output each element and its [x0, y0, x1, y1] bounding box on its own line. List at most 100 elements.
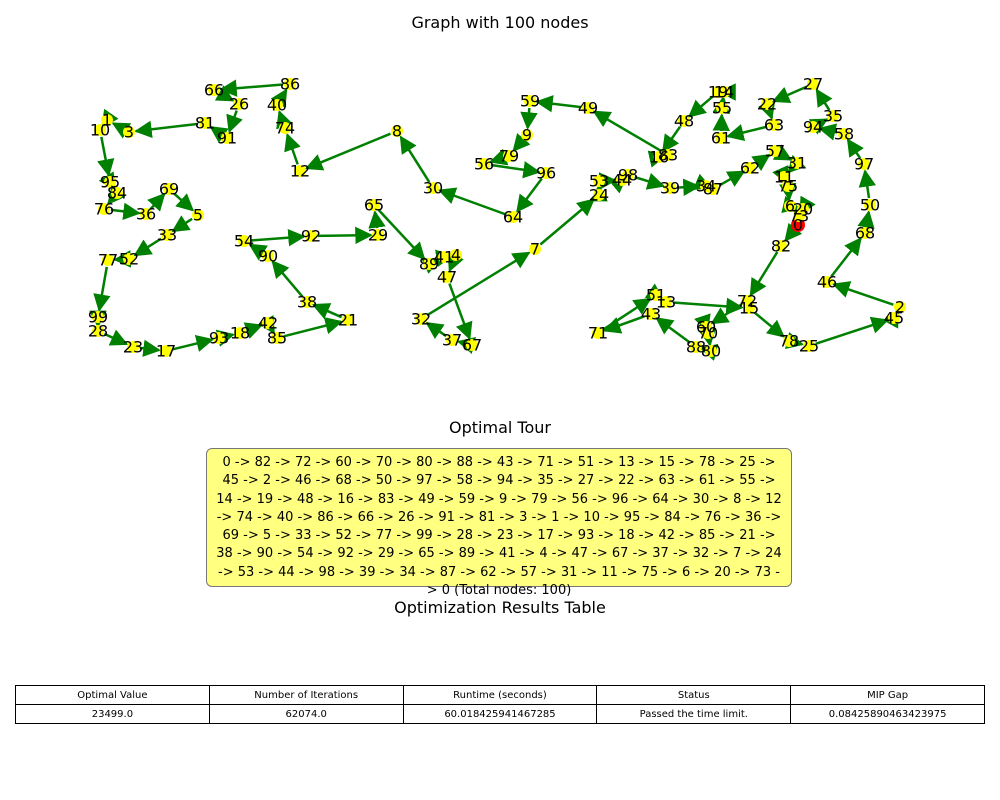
tour-edge — [699, 343, 719, 361]
node-label: 88 — [686, 338, 706, 357]
node-label: 61 — [711, 129, 731, 148]
graph-node — [838, 128, 850, 140]
node-label: 74 — [275, 119, 295, 138]
node-label: 55 — [712, 99, 732, 118]
node-label: 19 — [708, 83, 728, 102]
node-label: 21 — [338, 311, 358, 330]
node-label: 30 — [423, 179, 443, 198]
graph-node — [769, 145, 781, 157]
graph-node — [650, 289, 662, 301]
tour-edge — [248, 243, 268, 261]
node-label: 73 — [789, 207, 809, 226]
node-label: 68 — [855, 224, 875, 243]
nodes-layer — [92, 78, 906, 357]
tour-edge — [304, 132, 392, 171]
node-label: 92 — [301, 227, 321, 246]
node-label: 77 — [98, 251, 118, 270]
tour-edge — [749, 251, 779, 297]
graph-node — [791, 157, 803, 169]
graph-node — [858, 158, 870, 170]
node-label: 63 — [764, 116, 784, 135]
graph-node — [715, 132, 727, 144]
tour-edge — [209, 125, 229, 144]
node-label: 7 — [530, 240, 540, 259]
tour-edge — [520, 107, 538, 130]
graph-node — [262, 317, 274, 329]
graph-node — [716, 102, 728, 114]
node-label: 16 — [649, 148, 669, 167]
graph-node — [741, 295, 753, 307]
graph-node — [423, 258, 435, 270]
node-label: 47 — [437, 268, 457, 287]
node-label: 15 — [739, 299, 759, 318]
tour-edge — [687, 95, 714, 118]
node-label: 24 — [589, 186, 609, 205]
node-label: 81 — [195, 114, 215, 133]
tour-edge — [447, 252, 464, 273]
start-node — [791, 218, 805, 232]
tour-edge — [857, 210, 875, 229]
tour-edge — [97, 136, 115, 177]
tour-edge — [490, 161, 541, 179]
tour-edge — [753, 311, 785, 338]
node-label: 38 — [297, 293, 317, 312]
node-label: 70 — [698, 324, 718, 343]
node-label: 3 — [124, 123, 134, 142]
table-row: 23499.0 62074.0 60.018425941467285 Passe… — [15, 704, 985, 724]
graph-node — [233, 98, 245, 110]
tour-edge — [172, 334, 214, 352]
graph-node — [593, 189, 605, 201]
tour-edge — [270, 88, 288, 108]
node-label: 84 — [107, 184, 127, 203]
table-header-cell: Number of Iterations — [208, 685, 404, 705]
tour-edge — [516, 177, 543, 213]
graph-node — [438, 251, 450, 263]
node-label: 2 — [895, 298, 905, 317]
graph-node — [660, 296, 672, 308]
tour-edge — [311, 303, 343, 320]
graph-node — [524, 95, 536, 107]
tour-edge — [250, 228, 306, 247]
graph-node — [807, 78, 819, 90]
node-label: 66 — [204, 81, 224, 100]
node-label: 43 — [641, 305, 661, 324]
graph-node — [664, 182, 676, 194]
node-label: 86 — [280, 75, 300, 94]
node-label: 41 — [434, 248, 454, 267]
node-label: 17 — [156, 342, 176, 361]
graph-node — [793, 210, 805, 222]
tour-edge — [672, 297, 744, 316]
node-label: 50 — [860, 196, 880, 215]
tour-edge — [215, 329, 235, 347]
table-header-cell: Status — [596, 685, 792, 705]
node-label: 62 — [740, 159, 760, 178]
node-label: 67 — [462, 336, 482, 355]
node-label: 69 — [159, 180, 179, 199]
graph-node — [234, 327, 246, 339]
graph-node — [415, 313, 427, 325]
graph-node — [262, 250, 274, 262]
graph-node — [827, 110, 839, 122]
tour-edge — [93, 266, 111, 312]
tour-edge — [846, 138, 864, 159]
graph-node — [111, 187, 123, 199]
tour-edge — [107, 185, 126, 206]
node-label: 54 — [234, 232, 254, 251]
graph-node — [101, 114, 113, 126]
graph-node — [783, 335, 795, 347]
tour-edge — [425, 321, 447, 340]
graph-node — [888, 312, 900, 324]
graph-node — [92, 325, 104, 337]
tour-edge — [784, 332, 805, 350]
tour-edge — [103, 329, 129, 346]
tour-edge — [771, 85, 808, 103]
tour-edge — [592, 110, 663, 153]
graph-node — [707, 183, 719, 195]
graph-node — [368, 199, 380, 211]
tour-edge — [276, 109, 293, 130]
tour-text-box: 0 -> 82 -> 72 -> 60 -> 70 -> 80 -> 88 ->… — [206, 448, 792, 598]
table-cell: 23499.0 — [15, 704, 210, 724]
tour-edge — [808, 118, 829, 135]
tour-edge — [456, 336, 477, 354]
table-cell: Passed the time limit. — [596, 704, 792, 724]
